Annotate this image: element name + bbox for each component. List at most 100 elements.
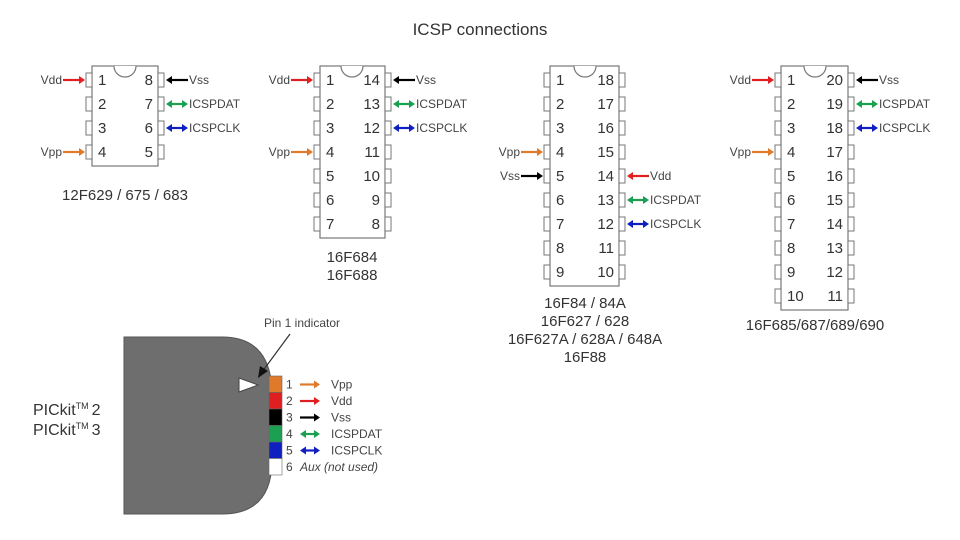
pin-leg xyxy=(847,288,855,304)
pin-leg xyxy=(384,168,392,184)
pin-number: 17 xyxy=(597,96,614,113)
pin-leg xyxy=(384,72,392,88)
arrow-icon xyxy=(166,76,188,84)
pin-number: 14 xyxy=(597,168,614,185)
pin-number: 18 xyxy=(597,72,614,89)
chip-notch xyxy=(573,65,597,78)
part-name: 16F685/687/689/690 xyxy=(746,317,884,334)
connection-icspdat: ICSPDAT xyxy=(393,97,468,111)
connection-vpp: Vpp xyxy=(41,145,85,159)
arrow-icon xyxy=(300,413,320,422)
pin-leg xyxy=(543,216,551,232)
pin-number: 7 xyxy=(556,216,564,233)
signal-label: Vdd xyxy=(730,73,751,87)
pin-number: 2 xyxy=(787,96,795,113)
pin-leg xyxy=(157,96,165,112)
pin-number: 5 xyxy=(326,168,334,185)
pin-number: 10 xyxy=(597,264,614,281)
pin-number: 10 xyxy=(787,288,804,305)
pin-leg xyxy=(543,240,551,256)
connection-icspdat: ICSPDAT xyxy=(856,97,931,111)
pin-number: 15 xyxy=(826,192,843,209)
pin-color-swatch xyxy=(268,458,283,476)
arrow-icon xyxy=(393,76,415,84)
pin-leg xyxy=(543,144,551,160)
part-name: 12F629 / 675 / 683 xyxy=(62,187,188,204)
pin-leg xyxy=(157,120,165,136)
part-name: 16F684 xyxy=(327,249,378,266)
signal-label: Vpp xyxy=(41,145,63,159)
pin-number: 18 xyxy=(826,120,843,137)
connection-icspdat: ICSPDAT xyxy=(166,97,241,111)
arrow-icon xyxy=(521,148,543,156)
pin-number: 1 xyxy=(98,72,106,89)
arrow-icon xyxy=(856,76,878,84)
pin-leg xyxy=(774,240,782,256)
pin-number: 19 xyxy=(826,96,843,113)
signal-label: ICSPDAT xyxy=(189,97,241,111)
part-name: 16F627 / 628 xyxy=(541,313,629,330)
pin-number: 14 xyxy=(363,72,380,89)
pin1-triangle-icon xyxy=(238,377,260,393)
pin-number: 15 xyxy=(597,144,614,161)
arrow-icon xyxy=(300,397,320,405)
signal-label: ICSPCLK xyxy=(879,121,930,135)
pin-number: 4 xyxy=(326,144,334,161)
pin-leg xyxy=(543,72,551,88)
pin-leg xyxy=(618,168,626,184)
pin-number: 3 xyxy=(286,411,293,425)
pin-leg xyxy=(543,264,551,280)
pin-number: 7 xyxy=(326,216,334,233)
pin-leg xyxy=(85,72,93,88)
pin-number: 16 xyxy=(826,168,843,185)
pin-leg xyxy=(847,192,855,208)
pin-leg xyxy=(618,72,626,88)
signal-label: ICSPCLK xyxy=(416,121,467,135)
pin-leg xyxy=(618,144,626,160)
connection-vdd: Vdd xyxy=(269,73,313,87)
pin-leg xyxy=(85,144,93,160)
pin-leg xyxy=(847,216,855,232)
arrow-icon xyxy=(166,124,188,132)
pin-number: 8 xyxy=(372,216,380,233)
pin-leg xyxy=(774,144,782,160)
pin-leg xyxy=(313,96,321,112)
pin-leg xyxy=(543,120,551,136)
pin-signal-label: ICSPDAT xyxy=(331,427,383,441)
pin-leg xyxy=(774,288,782,304)
arrow-icon xyxy=(300,380,320,389)
diagram-title: ICSP connections xyxy=(412,20,548,39)
pin-leg xyxy=(774,216,782,232)
pin-number: 20 xyxy=(826,72,843,89)
arrow-icon xyxy=(856,100,878,108)
pin-signal-label: Aux (not used) xyxy=(299,460,378,474)
pin-number: 11 xyxy=(827,288,843,305)
pin-leg xyxy=(618,240,626,256)
arrow-icon xyxy=(856,124,878,132)
pin-leg xyxy=(313,192,321,208)
programmer-body xyxy=(123,336,273,515)
pin-number: 12 xyxy=(597,216,614,233)
pin-color-swatch xyxy=(268,375,283,393)
arrow-icon xyxy=(752,148,774,156)
pin-leg xyxy=(313,168,321,184)
pin-leg xyxy=(847,240,855,256)
pin-number: 4 xyxy=(98,144,106,161)
connection-vss: Vss xyxy=(393,73,436,87)
pin-number: 17 xyxy=(826,144,843,161)
chip-notch xyxy=(803,65,827,78)
signal-label: ICSPCLK xyxy=(189,121,240,135)
pin-number: 9 xyxy=(372,192,380,209)
pin-leg xyxy=(157,72,165,88)
pointer-arrow-icon xyxy=(258,366,268,378)
pin-number: 13 xyxy=(597,192,614,209)
pin-leg xyxy=(384,192,392,208)
